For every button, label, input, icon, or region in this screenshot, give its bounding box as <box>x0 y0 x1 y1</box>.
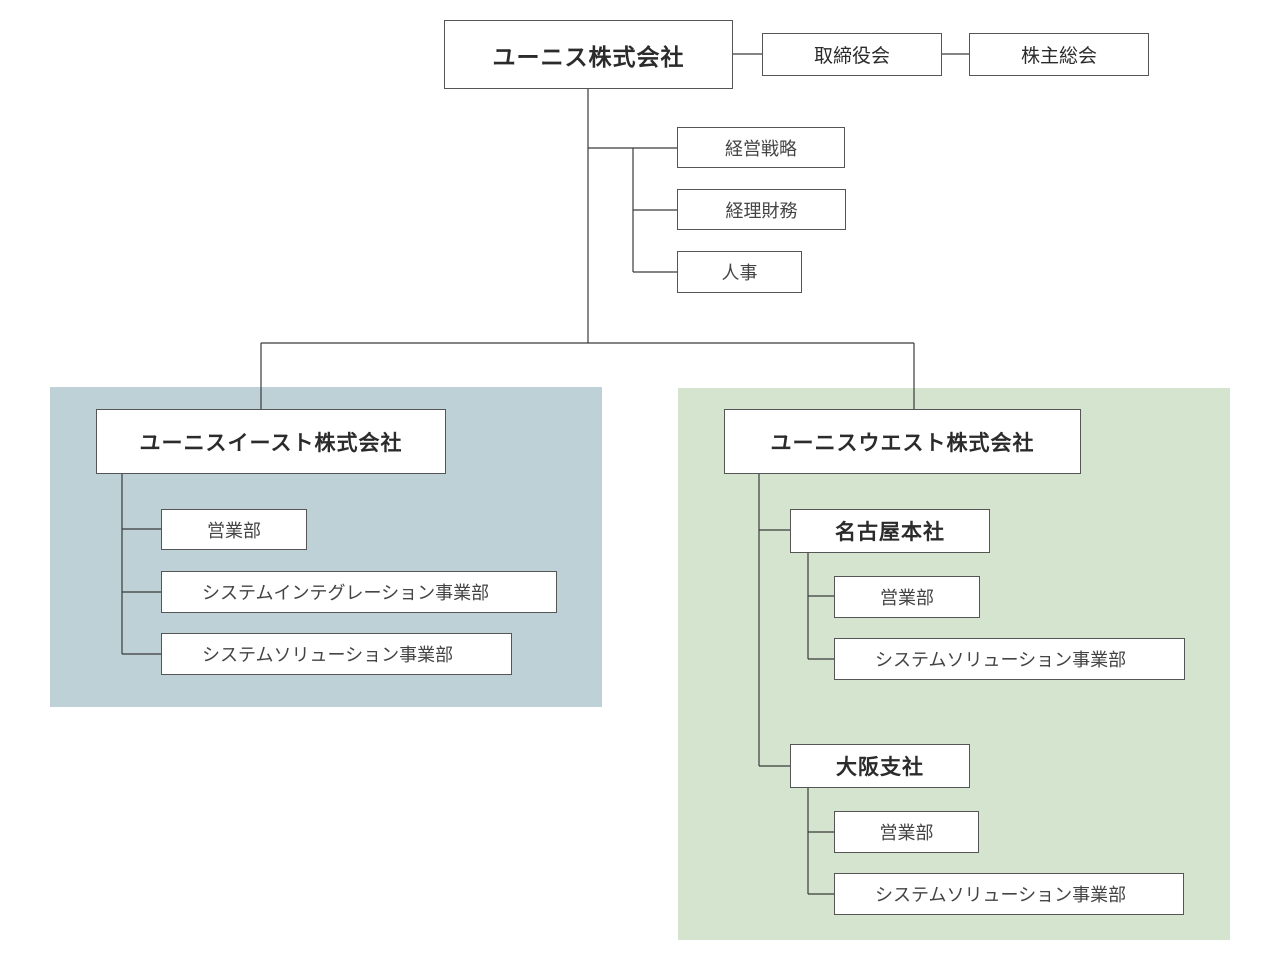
board-label: 取締役会 <box>813 45 890 67</box>
staff-finance-box: 経理財務 <box>677 189 846 230</box>
west-company-label: ユーニスウエスト株式会社 <box>770 430 1035 455</box>
east-sales-box: 営業部 <box>161 509 307 550</box>
staff-hr-box: 人事 <box>677 251 802 293</box>
nagoya-solution-label: システムソリューション事業部 <box>875 650 1127 671</box>
east-company-label: ユーニスイースト株式会社 <box>139 430 403 455</box>
east-si-box: システムインテグレーション事業部 <box>161 571 557 613</box>
staff-strategy-label: 経営戦略 <box>725 138 797 160</box>
east-solution-label: システムソリューション事業部 <box>202 645 454 666</box>
shareholders-box: 株主総会 <box>969 33 1149 76</box>
nagoya-solution-box: システムソリューション事業部 <box>834 638 1185 680</box>
staff-finance-label: 経理財務 <box>725 200 798 222</box>
east-si-label: システムインテグレーション事業部 <box>202 583 490 604</box>
board-box: 取締役会 <box>762 33 942 76</box>
shareholders-label: 株主総会 <box>1020 45 1097 67</box>
osaka-sales-box: 営業部 <box>834 811 979 853</box>
osaka-sales-label: 営業部 <box>879 823 934 844</box>
east-company-box: ユーニスイースト株式会社 <box>96 409 446 474</box>
parent-company-box: ユーニス株式会社 <box>444 20 733 89</box>
nagoya-sales-label: 営業部 <box>880 588 934 609</box>
osaka-solution-box: システムソリューション事業部 <box>834 873 1184 915</box>
parent-company-label: ユーニス株式会社 <box>492 44 685 71</box>
west-company-box: ユーニスウエスト株式会社 <box>724 409 1081 474</box>
east-solution-box: システムソリューション事業部 <box>161 633 512 675</box>
osaka-solution-label: システムソリューション事業部 <box>875 885 1127 906</box>
osaka-branch-label: 大阪支社 <box>836 755 924 779</box>
nagoya-branch-label: 名古屋本社 <box>835 520 945 544</box>
staff-strategy-box: 経営戦略 <box>677 127 845 168</box>
nagoya-sales-box: 営業部 <box>834 576 980 618</box>
nagoya-branch-box: 名古屋本社 <box>790 509 990 553</box>
staff-hr-label: 人事 <box>721 263 758 284</box>
osaka-branch-box: 大阪支社 <box>790 744 970 788</box>
east-sales-label: 営業部 <box>207 520 261 542</box>
